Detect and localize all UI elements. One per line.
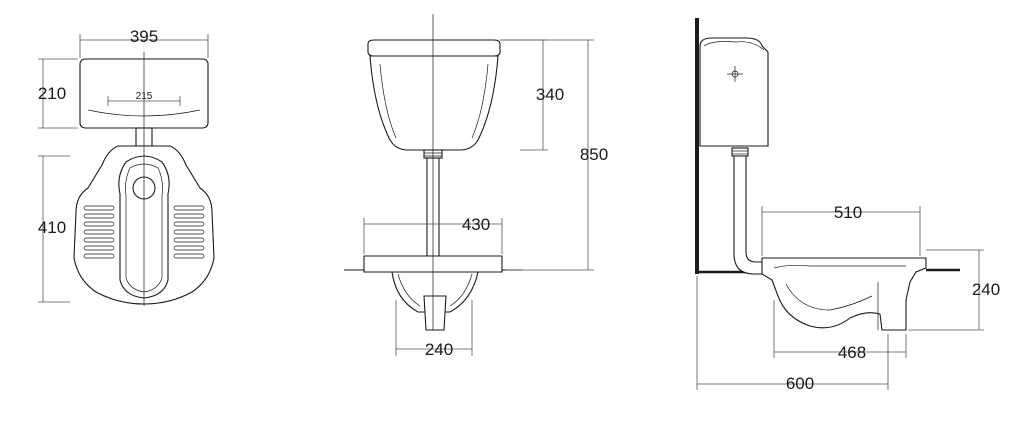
side-view-cistern: [699, 37, 769, 147]
left-footrest-grooves: [83, 205, 115, 259]
side-view-pan: [761, 257, 927, 331]
dim-850: 850: [580, 145, 608, 164]
side-view: 510 240 468 600: [695, 18, 1000, 393]
flush-button-icon: [727, 66, 743, 82]
front-view-outlet: [423, 295, 447, 331]
dim-430: 430: [462, 215, 490, 234]
dim-240-side: 240: [972, 280, 1000, 299]
side-view-valve: [731, 147, 749, 157]
dim-240-front: 240: [425, 340, 453, 359]
dim-600: 600: [786, 374, 814, 393]
right-footrest-grooves: [173, 205, 205, 259]
side-view-flush-pipe: [733, 155, 765, 275]
dim-210: 210: [38, 84, 66, 103]
dim-340: 340: [536, 85, 564, 104]
dim-468: 468: [838, 343, 866, 362]
dim-510: 510: [834, 203, 862, 222]
dim-215: 215: [136, 91, 153, 102]
dim-395: 395: [130, 27, 158, 46]
dim-410: 410: [38, 218, 66, 237]
front-view: 340 850 430 240: [344, 14, 608, 359]
side-view-wall: [695, 18, 699, 274]
top-view: 395 215 210 410: [38, 27, 215, 306]
front-view-cistern: [367, 39, 501, 57]
